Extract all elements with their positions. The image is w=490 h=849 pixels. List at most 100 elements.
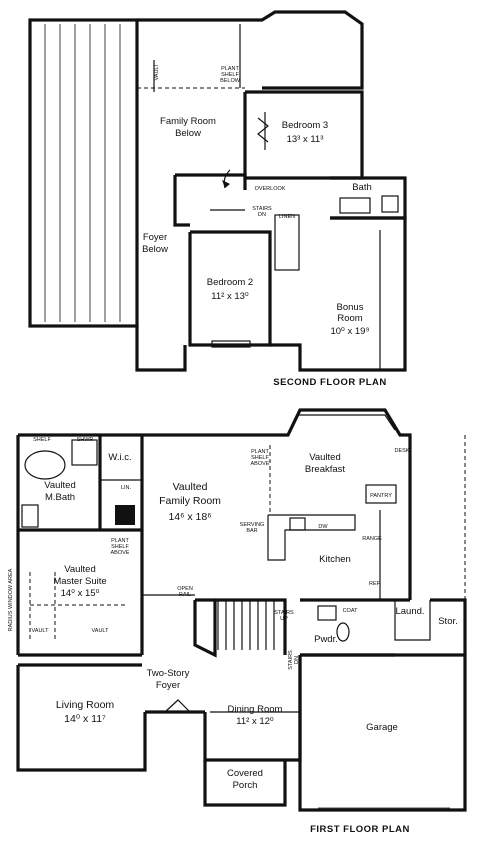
bedroom-3-size: 13³ x 11³	[287, 134, 324, 145]
shelf-label: SHELF	[33, 437, 51, 443]
plant-shelf-above-line2: SHELF	[251, 455, 269, 461]
vault-label-2: VAULT	[92, 628, 110, 634]
vaulted-mbath-line2: M.Bath	[45, 492, 75, 503]
shower-label: SHWR	[77, 437, 94, 443]
second-floor-title: SECOND FLOOR PLAN	[273, 377, 387, 388]
bath-vanity	[381, 195, 399, 213]
range-label: RANGE	[362, 536, 382, 542]
bonus-room-walls	[330, 216, 407, 372]
bedroom-2-window	[211, 340, 251, 348]
garage-label: Garage	[366, 722, 398, 733]
bedroom-2-name: Bedroom 2	[207, 277, 253, 288]
master-suite-size: 14⁰ x 15⁰	[61, 588, 100, 599]
laundry-label: Laund.	[395, 606, 424, 617]
master-shower	[71, 439, 98, 466]
second-floor-plan: Family Room Below Foyer Below Bedroom 3 …	[28, 10, 407, 388]
plant-shelf-above-mb-line2: SHELF	[111, 544, 129, 550]
powder-toilet	[336, 622, 350, 642]
master-suite-name-line2: Master Suite	[53, 576, 106, 587]
bedroom-2-size: 11² x 13⁰	[211, 291, 249, 302]
roof-outline	[28, 18, 139, 328]
storage-walls	[430, 598, 467, 655]
vaulted-family-room-name-line1: Vaulted	[173, 481, 208, 493]
living-room-size: 14⁰ x 11⁷	[64, 713, 106, 725]
bedroom-3-name: Bedroom 3	[282, 120, 328, 131]
stairs-dn-line2: DN	[294, 656, 300, 664]
covered-porch-line1: Covered	[227, 768, 263, 779]
coat-label: COAT	[343, 608, 359, 614]
master-vanity	[21, 504, 39, 528]
stairs-dn-upper-line1: STAIRS	[252, 206, 272, 212]
overlook-label: OVERLOOK	[255, 186, 286, 192]
wic-label: W.i.c.	[108, 452, 131, 463]
family-room-below-line1: Family Room	[160, 116, 216, 127]
second-floor-south-wall	[270, 343, 330, 372]
foyer-below-line2: Below	[142, 244, 168, 255]
bedroom-3-closet-doors	[257, 117, 269, 143]
plant-shelf-above-mb-line1: PLANT	[111, 538, 129, 544]
bonus-room-name-line2: Room	[337, 313, 362, 324]
bath-tub	[339, 197, 371, 214]
stairs-dn-upper-line2: DN	[258, 212, 266, 218]
master-tub	[24, 450, 66, 480]
vaulted-breakfast-line2: Breakfast	[305, 464, 345, 475]
desk-label: DESK	[395, 448, 410, 454]
storage-label: Stor.	[438, 616, 458, 627]
hall-wall-top	[175, 173, 247, 190]
living-room-name: Living Room	[56, 699, 115, 711]
hall-wall-left	[173, 175, 190, 227]
fireplace	[115, 505, 135, 525]
first-floor-exterior-north	[18, 408, 412, 600]
linen-label-first: LIN.	[121, 485, 132, 491]
foyer-below-line1: Foyer	[143, 232, 167, 243]
stairs-up-line2: UP	[280, 616, 288, 622]
serving-bar-line1: SERVING	[240, 522, 265, 528]
vaulted-breakfast-line1: Vaulted	[309, 452, 341, 463]
bath-label: Bath	[352, 182, 372, 193]
bonus-room-size: 10⁰ x 19⁹	[330, 326, 369, 337]
bonus-room-name-line1: Bonus	[337, 302, 364, 313]
pantry-label: PANTRY	[370, 493, 392, 499]
foyer-line1: Two-Story	[147, 668, 190, 679]
powder-vanity	[317, 605, 337, 621]
plant-shelf-above-line1: PLANT	[251, 449, 269, 455]
dining-room-size: 11² x 12⁰	[236, 716, 274, 727]
dw-label: DW	[318, 524, 328, 530]
vaulted-family-room-name-line2: Family Room	[159, 495, 221, 507]
plant-shelf-above-mb-line3: ABOVE	[111, 550, 130, 556]
radius-window-area-label: RADIUS WINDOW AREA	[8, 568, 14, 631]
first-floor-plan: Vaulted Family Room 14⁶ x 18⁶ Vaulted Br…	[8, 408, 467, 835]
bedroom-2-walls	[188, 230, 272, 347]
open-rail-line1: OPEN	[177, 586, 193, 592]
kitchen-sink	[289, 517, 306, 531]
roof-hatching	[44, 24, 121, 322]
foyer-below-wall	[135, 326, 187, 372]
plant-shelf-below-line3: BELOW	[220, 78, 241, 84]
stair-newel	[193, 598, 217, 658]
powder-label: Pwdr.	[314, 634, 338, 645]
stair-treads	[217, 600, 275, 650]
plant-shelf-below-line1: PLANT	[221, 66, 239, 72]
open-rail-line2: RAIL	[179, 592, 191, 598]
kitchen-label: Kitchen	[319, 554, 351, 565]
breakfast-bay-window	[289, 414, 396, 431]
ref-label: REF.	[369, 581, 381, 587]
garage-walls	[298, 653, 467, 812]
family-room-below-line2: Below	[175, 128, 201, 139]
plant-shelf-above-line3: ABOVE	[251, 461, 270, 467]
porch-outline	[203, 760, 287, 807]
living-room-exterior	[16, 665, 147, 772]
linen-label: LINEN	[279, 214, 295, 220]
laundry-room	[394, 600, 431, 641]
vaulted-mbath-line1: Vaulted	[44, 480, 76, 491]
vault-label-upper: VAULT	[154, 63, 160, 81]
front-door-swing	[164, 699, 191, 713]
family-below-wall	[137, 10, 364, 90]
serving-bar	[267, 514, 356, 561]
stair-enclosure	[215, 598, 287, 655]
vaulted-family-room-size: 14⁶ x 18⁶	[168, 511, 211, 523]
pantry-box	[365, 484, 397, 504]
master-suite-name-line1: Vaulted	[64, 564, 96, 575]
foyer-line2: Foyer	[156, 680, 180, 691]
